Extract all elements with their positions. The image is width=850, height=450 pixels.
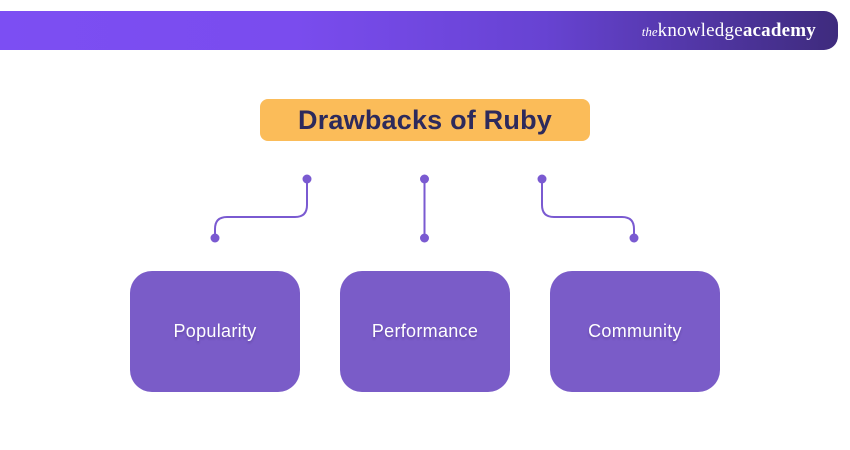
node-performance-label: Performance <box>371 321 479 341</box>
connector-dot <box>420 233 429 243</box>
node-performance: Performance <box>340 271 510 392</box>
connector-dot <box>302 174 312 184</box>
connector-dot <box>537 174 547 184</box>
node-popularity-label: Popularity <box>173 321 257 341</box>
connector-dot <box>420 174 429 184</box>
brand-logo: theknowledgeacademy <box>642 20 816 42</box>
node-popularity: Popularity <box>130 271 300 392</box>
connector-left <box>214 179 308 237</box>
page-title: Drawbacks of Ruby <box>298 104 552 135</box>
node-community: Community <box>550 271 720 392</box>
connector-right <box>541 179 635 238</box>
connector-dot <box>629 233 639 243</box>
brand-logo-academy: academy <box>742 19 816 41</box>
title-banner: Drawbacks of Ruby <box>260 99 590 141</box>
header-bar: theknowledgeacademy <box>0 11 838 50</box>
node-community-label: Community <box>588 321 682 341</box>
brand-logo-the: the <box>641 23 658 39</box>
brand-logo-knowledge: knowledge <box>657 19 743 41</box>
connector-dot <box>210 233 220 243</box>
